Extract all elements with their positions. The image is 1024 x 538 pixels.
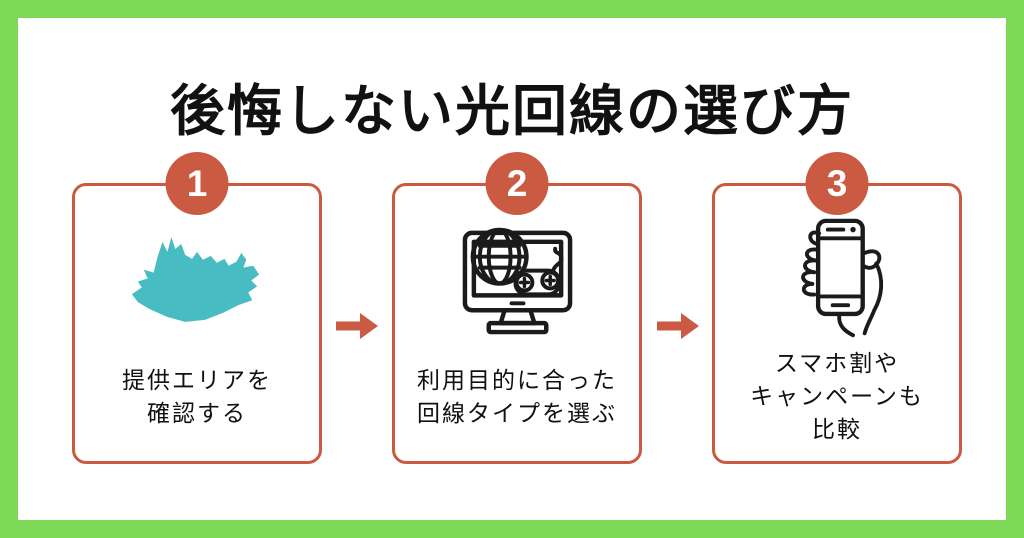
step-caption: 利用目的に合った 回線タイプを選ぶ [417, 344, 617, 461]
step-caption-line: 確認する [147, 399, 247, 426]
step-caption-line: キャンペーンも [750, 383, 924, 409]
step-card-3: 3 ス [712, 152, 962, 464]
step-caption-line: スマホ割や [774, 350, 900, 376]
step-caption-line: 比較 [811, 416, 862, 442]
right-arrow-icon [336, 313, 378, 339]
step-number-badge: 3 [805, 152, 869, 215]
japan-area-map-icon [128, 216, 266, 344]
step-card-1: 1 提供エリアを 確認する [72, 152, 322, 464]
monitor-globe-gamepad-icon [458, 216, 577, 344]
step-caption-line: 提供エリアを [122, 366, 272, 393]
page-title: 後悔しない光回線の選び方 [169, 80, 854, 142]
step-number-badge: 2 [485, 152, 549, 215]
step-caption: 提供エリアを 確認する [122, 344, 272, 461]
step-caption: スマホ割や キャンペーンも 比較 [750, 344, 924, 461]
step-caption-line: 回線タイプを選ぶ [417, 399, 617, 426]
step-number-badge: 1 [165, 152, 229, 215]
step-caption-line: 利用目的に合った [417, 366, 617, 393]
step-card-2: 2 [392, 152, 642, 464]
hand-holding-smartphone-icon [789, 216, 886, 344]
right-arrow-icon [657, 313, 699, 339]
